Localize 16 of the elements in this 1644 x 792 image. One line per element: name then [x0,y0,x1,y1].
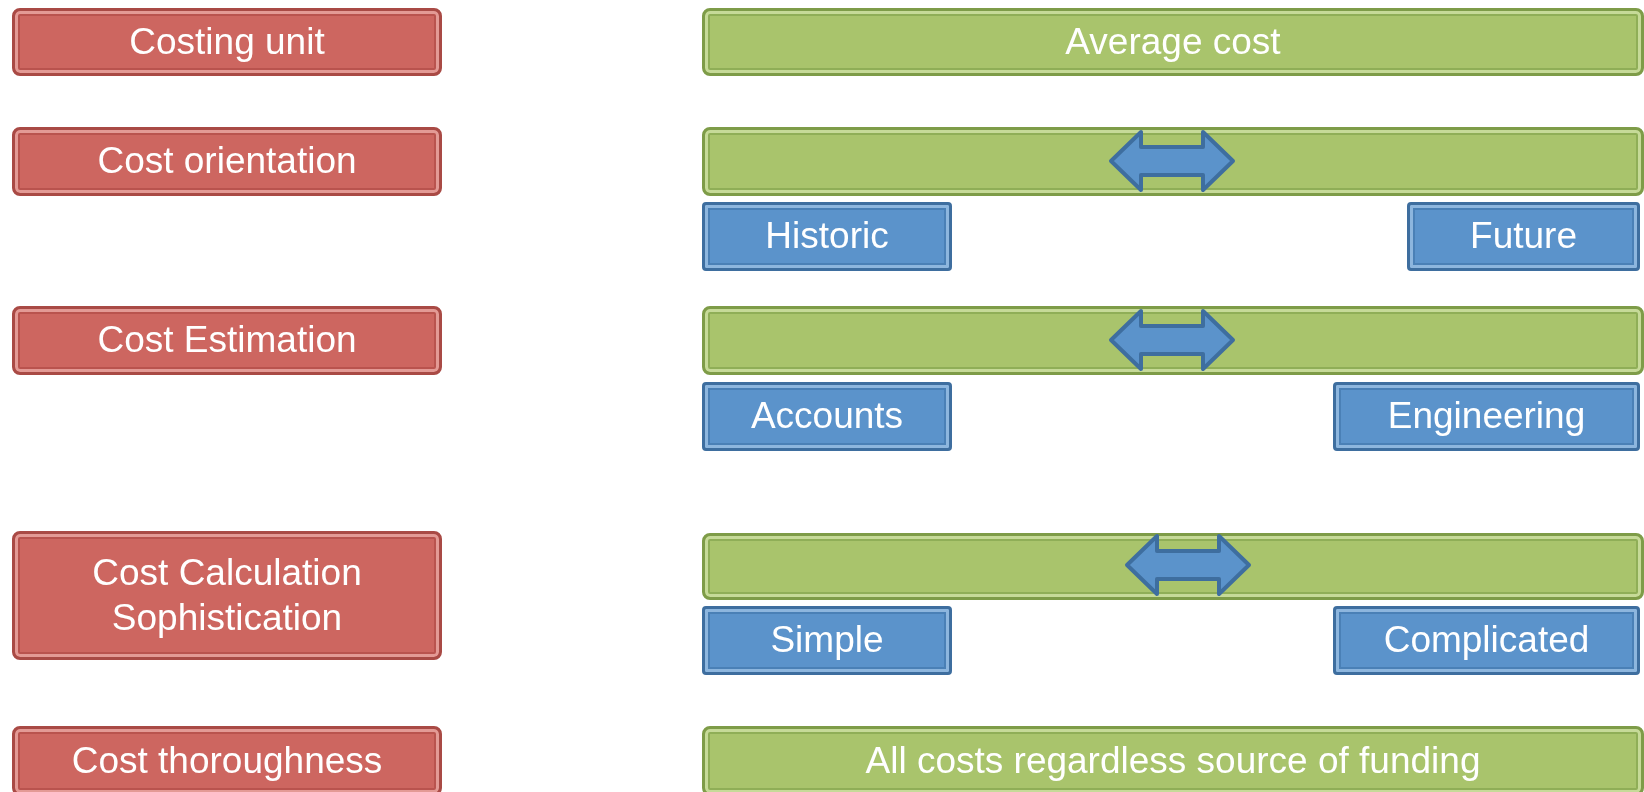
option-box: Future [1407,202,1640,271]
option-box: Complicated [1333,606,1640,675]
range-bar: Average cost [702,8,1644,76]
range-bar [702,306,1644,375]
range-bar [702,533,1644,600]
range-bar: All costs regardless source of funding [702,726,1644,792]
option-box: Accounts [702,382,952,451]
option-box: Historic [702,202,952,271]
option-box: Simple [702,606,952,675]
category-box: Costing unit [12,8,442,76]
range-bar [702,127,1644,196]
category-box: Cost Calculation Sophistication [12,531,442,660]
category-box: Cost Estimation [12,306,442,375]
option-box: Engineering [1333,382,1640,451]
category-box: Cost orientation [12,127,442,196]
category-box: Cost thoroughness [12,726,442,792]
